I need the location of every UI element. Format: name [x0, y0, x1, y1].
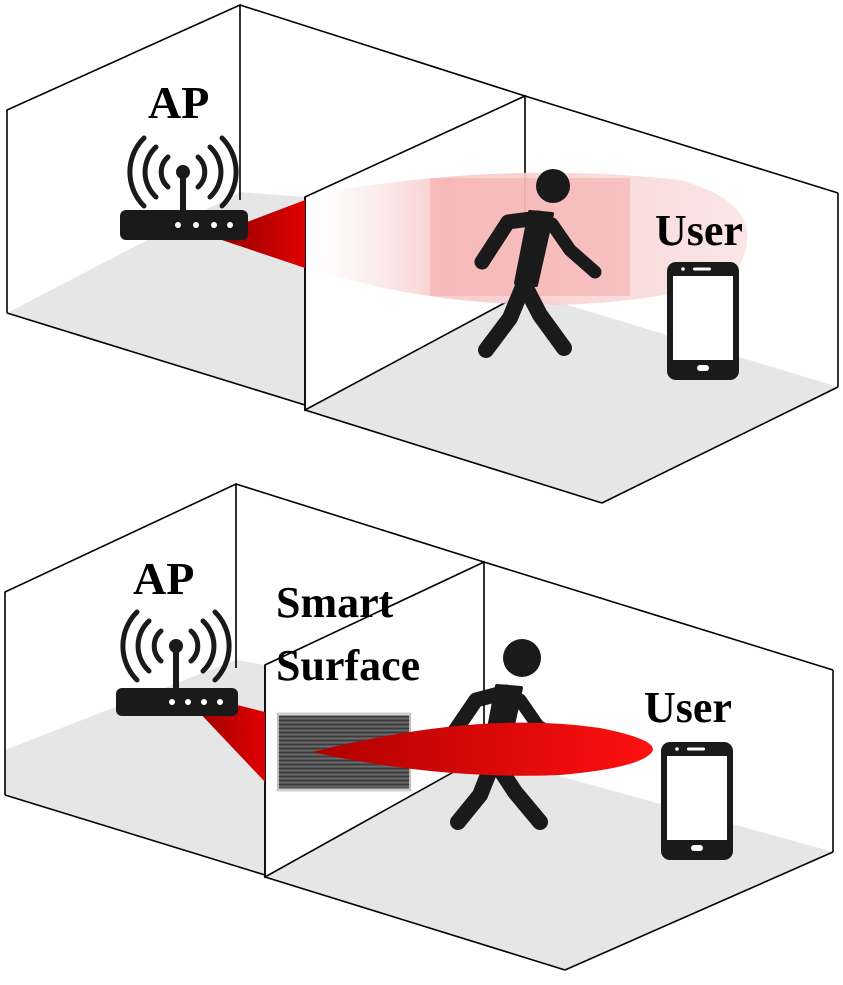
panel-bottom: AP Smart Surface User: [4, 482, 834, 971]
ap-label-bottom: AP: [133, 553, 194, 604]
wifi-signal-icon-bottom: [120, 609, 232, 683]
beam-ap-cone-top: [210, 200, 305, 268]
ap-label-top: AP: [148, 77, 209, 128]
ap-router-top: [120, 135, 248, 240]
user-label-top: User: [655, 206, 743, 255]
panel-top: AP User: [6, 3, 839, 504]
phone-icon-top: [667, 262, 739, 380]
surface-label-line2: Surface: [276, 641, 420, 690]
wifi-signal-icon: [127, 135, 239, 209]
floor-right-bottom: [265, 755, 833, 970]
ap-router-bottom: [116, 609, 238, 716]
beam-focused-surface-to-user: [312, 722, 653, 776]
phone-icon-bottom: [661, 742, 733, 860]
person-icon-top: [474, 169, 602, 358]
floor-right-top: [305, 292, 838, 503]
room-left-top: [6, 3, 526, 406]
user-label-bottom: User: [644, 683, 732, 732]
surface-label-line1: Smart: [276, 578, 394, 627]
